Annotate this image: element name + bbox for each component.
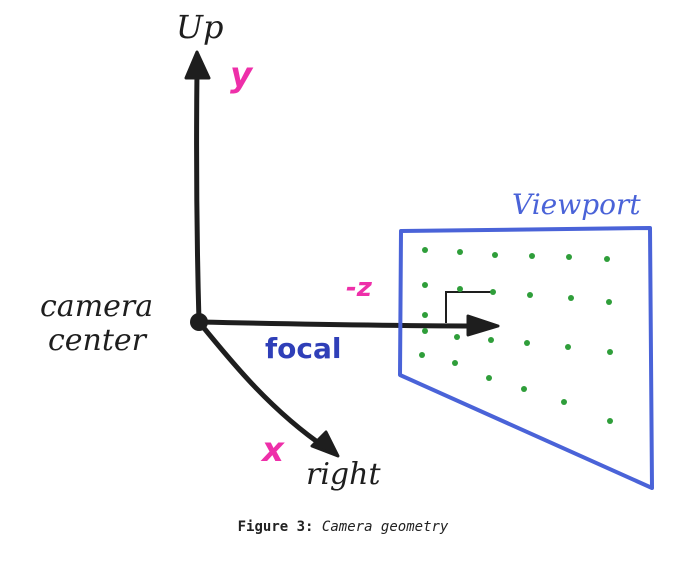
pixel-dot (422, 328, 428, 334)
focal-axis-line (196, 319, 493, 329)
pixel-dot (422, 312, 428, 318)
up-axis-line (194, 67, 202, 325)
pixel-dot (419, 352, 425, 358)
viewport-label: Viewport (512, 188, 641, 221)
focal-label: focal (265, 332, 342, 365)
pixel-dot (565, 344, 571, 350)
pixel-dot (604, 256, 610, 262)
pixel-dot (561, 399, 567, 405)
pixel-dot (422, 247, 428, 253)
right-angle-marker (445, 291, 494, 323)
pixel-dot (524, 340, 530, 346)
pixel-dot (457, 249, 463, 255)
up-label: Up (176, 8, 223, 46)
pixel-dot (521, 386, 527, 392)
pixel-dot (568, 295, 574, 301)
viewport-outline (398, 226, 654, 490)
pixel-dot (490, 289, 496, 295)
camera-center-dot (190, 313, 208, 331)
figure-caption: Figure 3: Camera geometry (0, 519, 686, 535)
pixel-dot (607, 349, 613, 355)
pixel-dot (486, 375, 492, 381)
pixel-dot (566, 254, 572, 260)
minus-z-label: -z (346, 273, 373, 303)
pixel-dot (529, 253, 535, 259)
camera-center-label-line2: center (48, 323, 148, 358)
pixel-dot (492, 252, 498, 258)
right-axis-line (196, 319, 329, 451)
right-label: right (306, 457, 381, 492)
focal-axis-arrowhead (466, 314, 500, 337)
pixel-grid (419, 247, 613, 424)
x-axis-label: x (260, 430, 285, 470)
pixel-dot (607, 418, 613, 424)
pixel-dot (454, 334, 460, 340)
pixel-dot (457, 286, 463, 292)
figure-caption-label: Figure 3: (237, 519, 314, 535)
y-axis-label: y (230, 55, 254, 95)
pixel-dot (488, 337, 494, 343)
right-axis-arrowhead (310, 430, 340, 458)
pixel-dot (452, 360, 458, 366)
figure-caption-text: Camera geometry (321, 519, 449, 535)
pixel-dot (422, 282, 428, 288)
pixel-dot (606, 299, 612, 305)
camera-center-label-line1: camera (40, 289, 153, 324)
pixel-dot (527, 292, 533, 298)
up-axis-arrowhead (184, 50, 211, 80)
